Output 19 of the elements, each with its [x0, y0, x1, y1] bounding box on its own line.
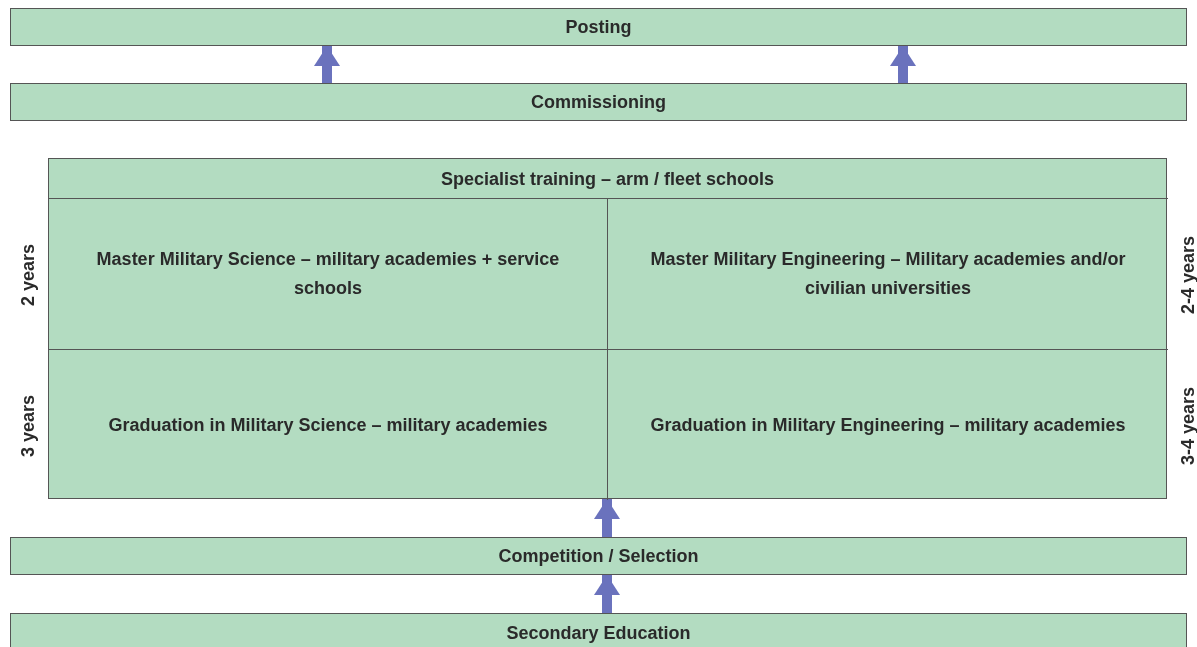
arrow	[594, 575, 620, 613]
stage-band	[10, 537, 1187, 575]
stage-band	[10, 83, 1187, 121]
band-label: Competition / Selection	[498, 544, 699, 568]
duration-label: 2 years	[18, 243, 39, 306]
band-label: Secondary Education	[506, 621, 691, 645]
arrow	[314, 46, 340, 83]
programme-text: Graduation in Military Engineering – military academies	[649, 413, 1127, 437]
duration-label: 3 years	[18, 394, 39, 457]
stage-band	[10, 613, 1187, 647]
arrow	[594, 499, 620, 537]
programme-text: Graduation in Military Science – military academies	[107, 413, 549, 437]
block-heading: Specialist training – arm / fleet schools	[440, 167, 775, 191]
programme-text: Master Military Science – military academies + service schools	[95, 248, 561, 300]
programme-text: Master Military Engineering – Military academies and/or civilian universities	[649, 248, 1127, 300]
arrow	[890, 46, 916, 83]
band-label: Posting	[565, 15, 632, 39]
band-label: Commissioning	[531, 90, 666, 114]
stage-band	[10, 8, 1187, 46]
